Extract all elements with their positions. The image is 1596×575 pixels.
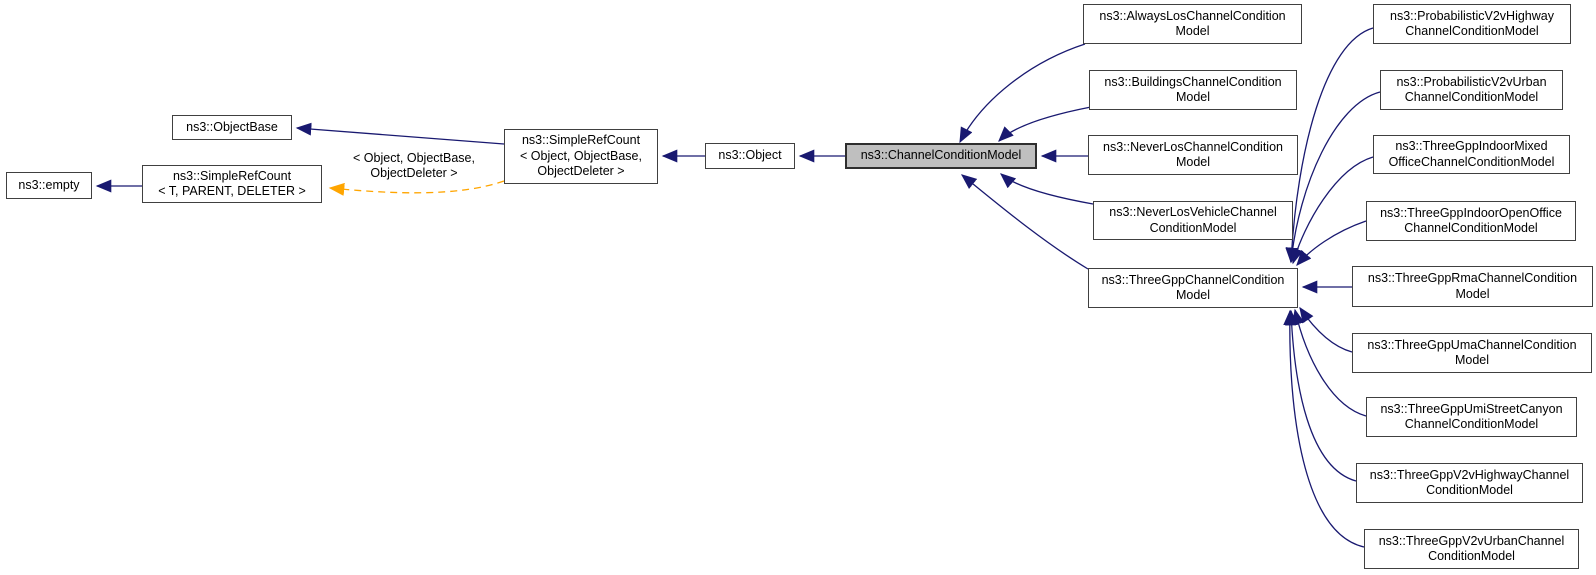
edge-indooropenoffice-to-threegpp [1296, 220, 1367, 266]
class-label: ChannelConditionModel [1404, 90, 1539, 104]
edge-v2vhighway-to-threegpp [1285, 309, 1357, 482]
class-label: ConditionModel [1428, 549, 1515, 563]
edge-alwayslos-to-channelconditionmodel [959, 43, 1086, 144]
edge-v2vurban-to-threegpp [1283, 309, 1365, 548]
edge-umistreetcanyon-to-threegpp [1291, 308, 1367, 417]
class-label: ns3::ThreeGppUmiStreetCanyon [1380, 401, 1563, 416]
class-label: < Object, ObjectBase, [520, 148, 642, 163]
class-node-ns3-buildingschannelconditionmodel[interactable]: ns3::BuildingsChannelCondition Model [1089, 70, 1297, 110]
class-label: ns3::NeverLosChannelCondition [1103, 139, 1283, 154]
class-label: ns3::ThreeGppRmaChannelCondition [1367, 271, 1578, 285]
class-label: ns3::ChannelConditionModel [860, 148, 1022, 163]
class-node-ns3-probabilisticv2vurbanchannelconditionmodel[interactable]: ns3::ProbabilisticV2vUrban ChannelCondit… [1380, 70, 1563, 110]
class-node-ns3-threegpprmachannelconditionmodel[interactable]: ns3::ThreeGppRmaChannelCondition Model [1352, 266, 1593, 307]
class-node-ns3-channelconditionmodel[interactable]: ns3::ChannelConditionModel [845, 143, 1037, 169]
edge-buildings-to-channelconditionmodel [998, 106, 1092, 142]
class-label: OfficeChannelConditionModel [1388, 154, 1555, 169]
class-label: Model [1175, 155, 1211, 169]
class-label: ns3::ThreeGppUmaChannelCondition [1367, 337, 1577, 352]
edge-label-line: < Object, ObjectBase, [353, 151, 475, 165]
class-label: ns3::ThreeGppChannelCondition [1101, 272, 1285, 287]
class-label: ns3::Object [718, 148, 782, 163]
class-label: ChannelConditionModel [1404, 221, 1538, 235]
class-label: ns3::BuildingsChannelCondition [1104, 74, 1282, 89]
class-label: Model [1455, 286, 1490, 301]
class-label: ns3::ThreeGppV2vHighwayChannel [1369, 467, 1570, 482]
edge-uma-to-threegpp [1299, 306, 1353, 353]
class-label: ChannelConditionModel [1404, 417, 1539, 431]
class-node-ns3-simplerefcount-object[interactable]: ns3::SimpleRefCount < Object, ObjectBase… [504, 129, 658, 184]
edge-label-line: ObjectDeleter > [370, 165, 458, 180]
class-node-ns3-threegppv2vhighwaychannelconditionmodel[interactable]: ns3::ThreeGppV2vHighwayChannel Condition… [1356, 463, 1583, 503]
edge-probabilisticv2vhighway-to-threegpp [1285, 27, 1374, 264]
class-label: ObjectDeleter > [537, 164, 625, 179]
class-node-ns3-threegppindoormixedofficechannelconditionmodel[interactable]: ns3::ThreeGppIndoorMixed OfficeChannelCo… [1373, 135, 1570, 174]
edge-simplerefcount-object-to-objectbase [295, 122, 505, 145]
class-label: ns3::ObjectBase [186, 119, 278, 134]
class-node-ns3-object[interactable]: ns3::Object [705, 143, 795, 169]
class-label: ChannelConditionModel [1405, 24, 1539, 38]
class-label: < T, PARENT, DELETER > [158, 184, 306, 198]
class-node-ns3-threegppindooropenofficechannelconditionmodel[interactable]: ns3::ThreeGppIndoorOpenOffice ChannelCon… [1366, 201, 1576, 241]
class-label: ns3::ThreeGppIndoorOpenOffice [1380, 205, 1562, 220]
class-label: ns3::ThreeGppIndoorMixed [1395, 139, 1548, 153]
edge-indoormixedoffice-to-threegpp [1290, 156, 1374, 265]
class-label: Model [1175, 288, 1211, 302]
class-node-ns3-objectbase[interactable]: ns3::ObjectBase [172, 115, 292, 140]
class-label: ns3::ThreeGppV2vUrbanChannel [1378, 533, 1565, 548]
class-label: Model [1175, 90, 1211, 104]
class-label: ns3::empty [18, 177, 80, 192]
class-node-ns3-threegppumachannelconditionmodel[interactable]: ns3::ThreeGppUmaChannelCondition Model [1352, 333, 1592, 373]
class-node-ns3-threegppchannelconditionmodel[interactable]: ns3::ThreeGppChannelCondition Model [1088, 268, 1298, 308]
class-node-ns3-probabilisticv2vhighwaychannelconditionmodel[interactable]: ns3::ProbabilisticV2vHighway ChannelCond… [1373, 4, 1571, 44]
class-label: Model [1454, 353, 1490, 367]
edge-template-instantiation [328, 180, 505, 196]
class-node-ns3-empty[interactable]: ns3::empty [6, 172, 92, 199]
class-label: ConditionModel [1149, 220, 1237, 235]
class-label: ns3::SimpleRefCount [521, 133, 641, 148]
class-label: ns3::ProbabilisticV2vHighway [1390, 8, 1554, 23]
class-label: ns3::NeverLosVehicleChannel [1109, 205, 1277, 219]
class-node-ns3-threegppumistreetcanyonchannelconditionmodel[interactable]: ns3::ThreeGppUmiStreetCanyon ChannelCond… [1366, 397, 1577, 437]
class-node-ns3-neverloschannelconditionmodel[interactable]: ns3::NeverLosChannelCondition Model [1088, 135, 1298, 175]
template-args-edge-label: < Object, ObjectBase, ObjectDeleter > [338, 151, 490, 180]
class-label: Model [1175, 24, 1210, 38]
class-label: ns3::SimpleRefCount [172, 168, 292, 183]
class-node-ns3-alwaysloschannelconditionmodel[interactable]: ns3::AlwaysLosChannelCondition Model [1083, 4, 1302, 44]
class-node-ns3-neverlosvehiclechannelconditionmodel[interactable]: ns3::NeverLosVehicleChannel ConditionMod… [1093, 201, 1293, 240]
class-label: ConditionModel [1426, 483, 1513, 497]
class-label: ns3::ProbabilisticV2vUrban [1396, 74, 1547, 89]
class-label: ns3::AlwaysLosChannelCondition [1099, 8, 1286, 23]
edge-threegpp-to-channelconditionmodel [960, 174, 1089, 270]
class-node-ns3-threegppv2vurbanchannelconditionmodel[interactable]: ns3::ThreeGppV2vUrbanChannel ConditionMo… [1364, 529, 1579, 569]
edge-probabilisticv2vurban-to-threegpp [1286, 91, 1381, 264]
edge-neverlosvehicle-to-channelconditionmodel [1000, 173, 1094, 205]
class-node-ns3-simplerefcount-t[interactable]: ns3::SimpleRefCount < T, PARENT, DELETER… [142, 165, 322, 203]
